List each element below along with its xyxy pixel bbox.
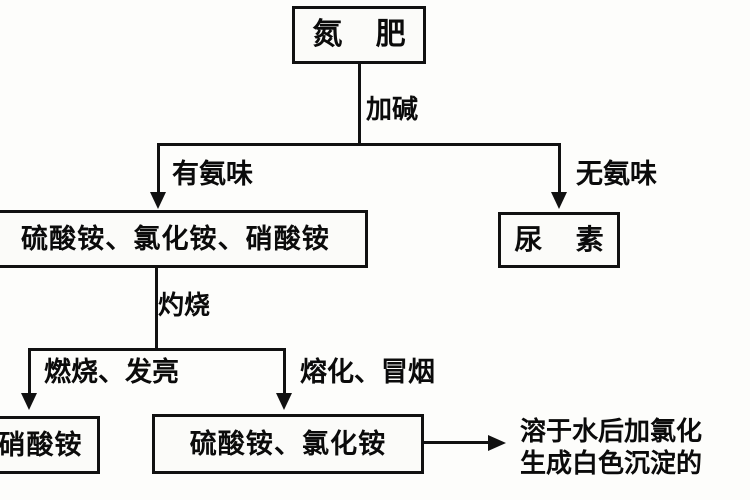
node-two-ammonium-salts: 硫酸铵、氯化铵 — [152, 414, 424, 474]
node-ammonium-nitrate-label: 硝酸铵 — [0, 429, 83, 461]
note-line-1: 溶于水后加氯化 — [520, 417, 703, 447]
edge-label-has-ammonia: 有氨味 — [172, 159, 253, 190]
arrowhead-to-note — [488, 435, 506, 451]
note-line-2: 生成白色沉淀的 — [520, 449, 703, 480]
connector-three-salts-stem — [155, 268, 158, 350]
connector-root-stem — [358, 64, 361, 144]
edge-label-ignite: 灼烧 — [158, 291, 211, 321]
node-ammonium-nitrate: 硝酸铵 — [0, 416, 100, 474]
note-barium-chloride-test: 溶于水后加氯化 生成白色沉淀的 — [520, 416, 750, 480]
connector-to-note — [424, 441, 490, 444]
node-nitrogen-fertilizer: 氮 肥 — [292, 6, 426, 64]
arrowhead-has-ammonia — [150, 192, 166, 209]
arrowhead-no-ammonia — [551, 192, 567, 209]
arrowhead-melt-smoke — [276, 393, 292, 410]
edge-label-melt-smoke: 熔化、冒烟 — [300, 357, 435, 388]
node-nitrogen-fertilizer-label: 氮 肥 — [312, 17, 418, 52]
node-three-ammonium-salts: 硫酸铵、氯化铵、硝酸铵 — [0, 210, 368, 268]
connector-branch-burn-glow — [28, 348, 31, 394]
connector-branch-has-ammonia — [157, 143, 160, 193]
node-two-ammonium-salts-label: 硫酸铵、氯化铵 — [189, 428, 387, 460]
node-urea: 尿 素 — [498, 212, 620, 268]
connector-branch-no-ammonia — [558, 143, 561, 193]
node-urea-label: 尿 素 — [514, 223, 616, 256]
arrowhead-burn-glow — [21, 393, 37, 410]
edge-label-no-ammonia: 无氨味 — [576, 159, 657, 190]
edge-label-burn-glow: 燃烧、发亮 — [44, 357, 179, 388]
edge-label-add-alkali: 加碱 — [366, 95, 419, 125]
node-three-ammonium-salts-label: 硫酸铵、氯化铵、硝酸铵 — [21, 223, 330, 255]
connector-second-split-bar — [28, 348, 286, 351]
connector-branch-melt-smoke — [283, 348, 286, 394]
connector-first-split-bar — [157, 143, 561, 146]
